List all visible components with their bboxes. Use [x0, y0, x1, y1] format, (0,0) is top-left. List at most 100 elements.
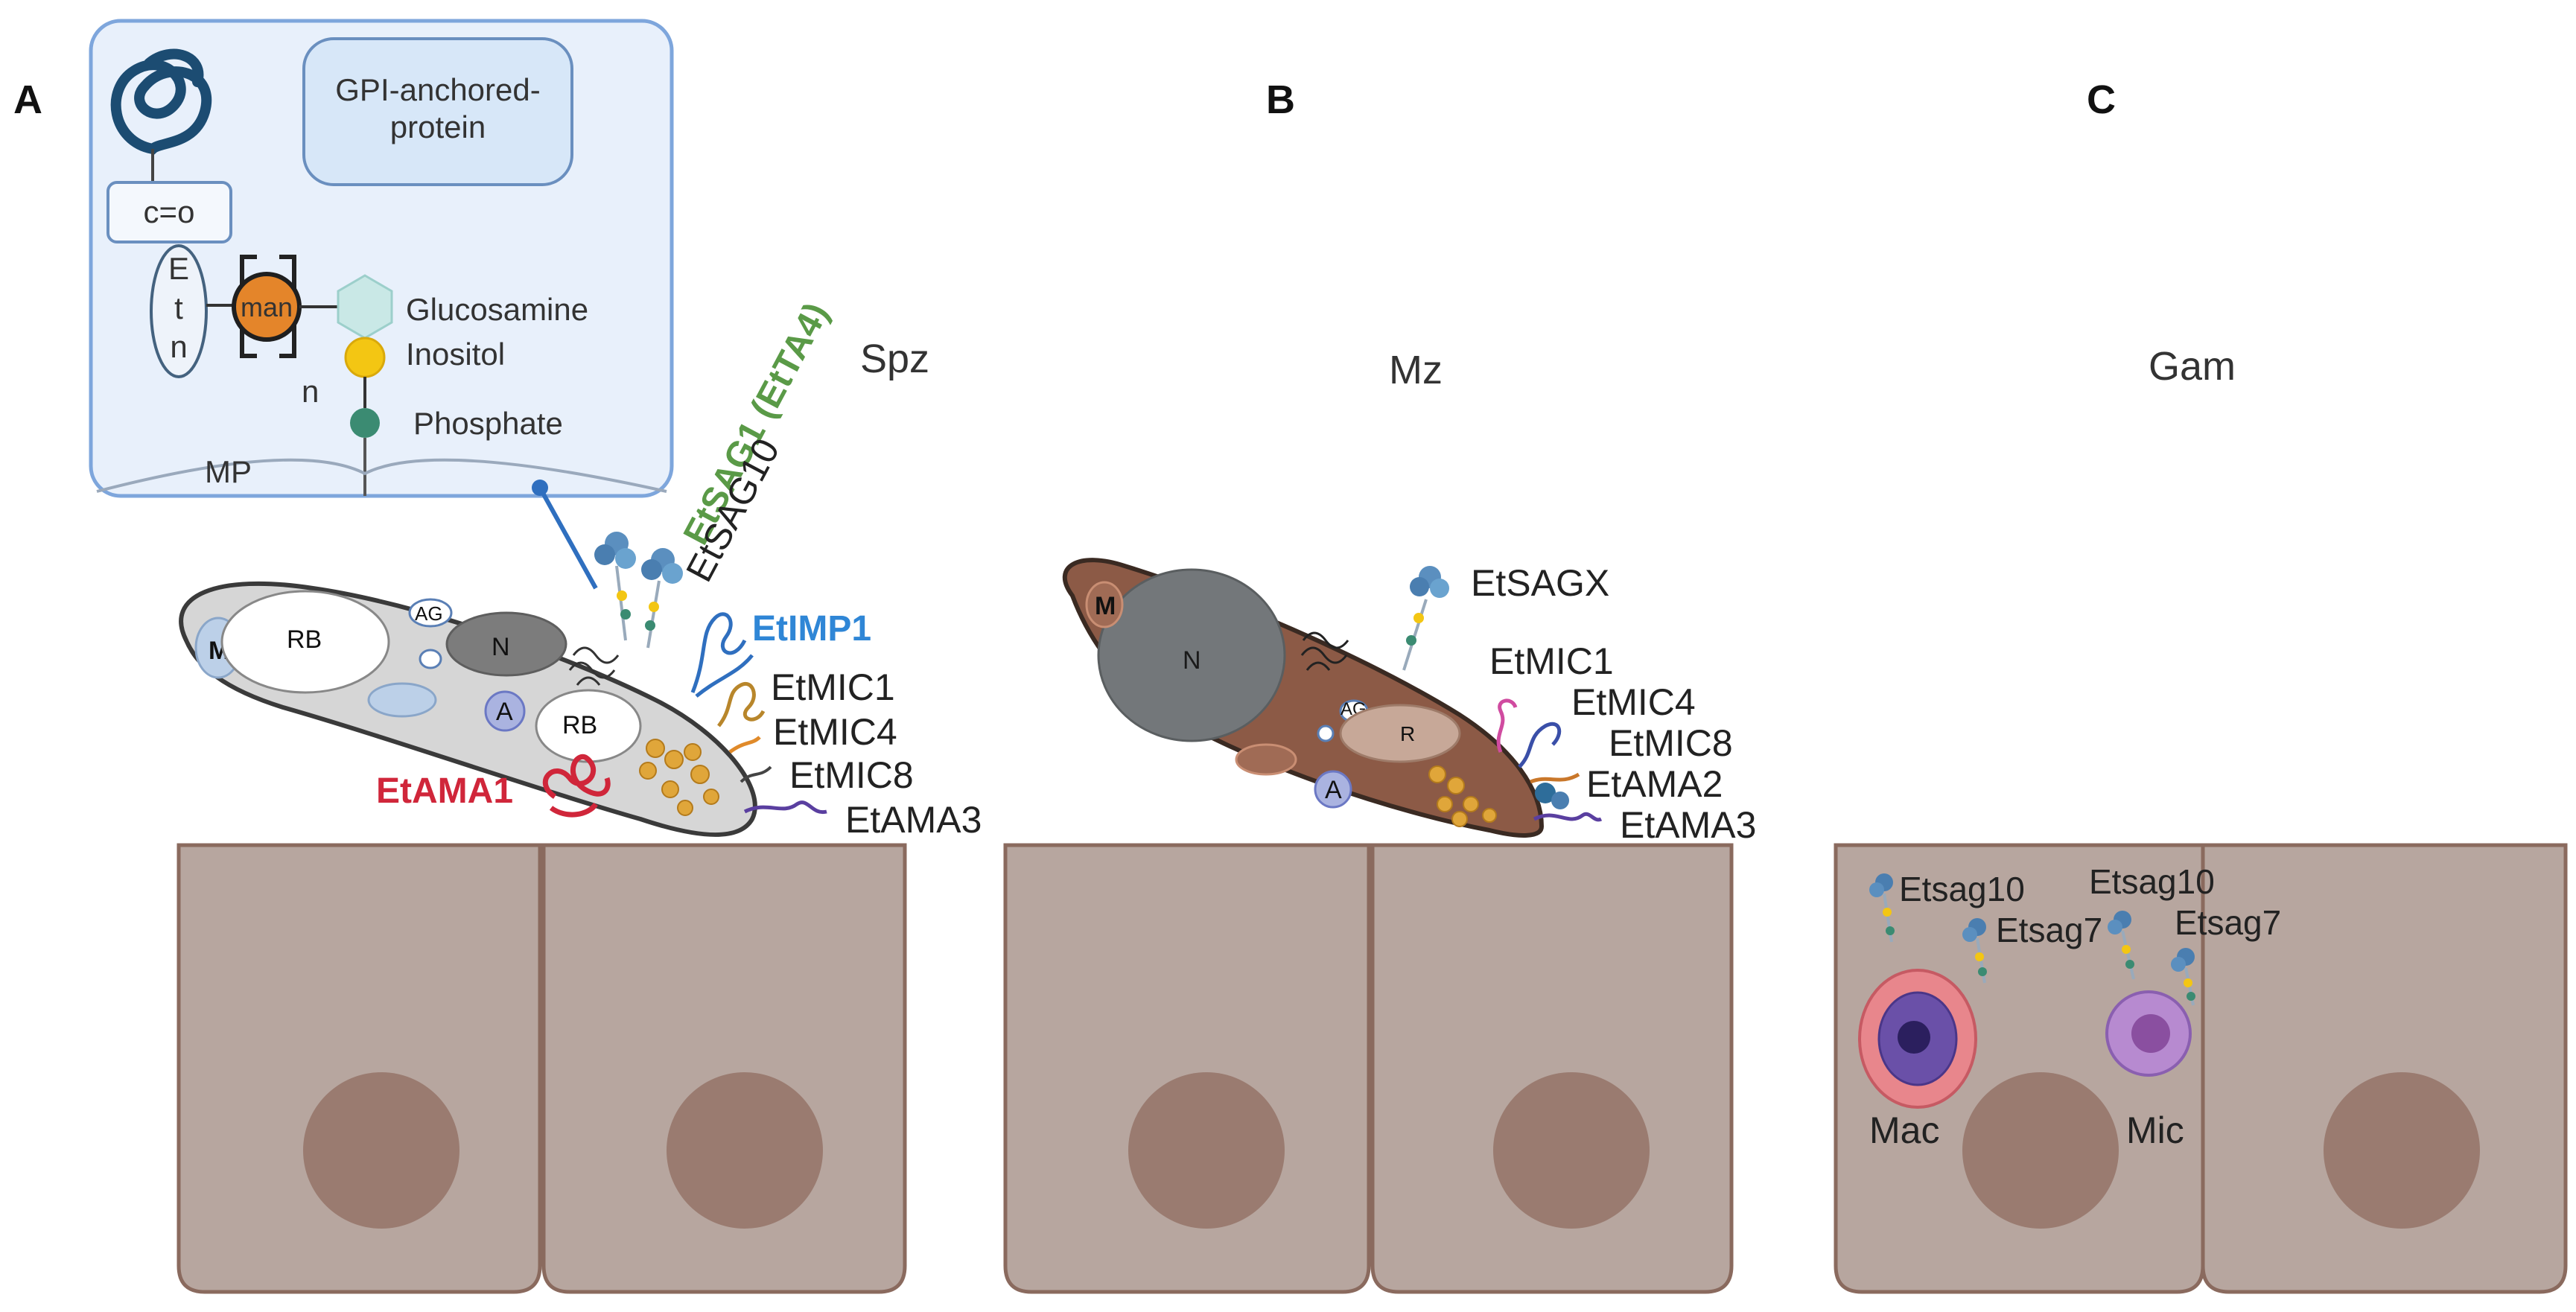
- organelle-label-n: N: [492, 633, 510, 661]
- gpi-inset: GPI-anchored- protein c=o E t n man n Gl…: [89, 19, 674, 590]
- microgamete: [2105, 990, 2192, 1077]
- organelle-label-a: A: [496, 698, 513, 726]
- phosphate-circle: [350, 408, 380, 438]
- mitochondrion-icon: [367, 682, 437, 718]
- gam-protein-icons: [1869, 873, 2195, 1006]
- host-nuclei: [303, 1072, 2480, 1229]
- organelle-label-m-mz: M: [1095, 592, 1116, 620]
- organelle-label-r-mz: R: [1400, 722, 1415, 745]
- apicoplast-icon: [484, 690, 526, 732]
- inositol-circle: [344, 337, 386, 378]
- mitochondrion-icon: [1235, 743, 1297, 776]
- golgi-icon: [1300, 631, 1349, 671]
- host-nucleus: [1962, 1072, 2119, 1229]
- label-mz-etmic1: EtMIC1: [1489, 640, 1614, 682]
- host-nucleus: [667, 1072, 823, 1229]
- nucleus-icon: [445, 611, 567, 677]
- label-mz-etama2: EtAMA2: [1586, 763, 1723, 805]
- sag-flower-icon: [2108, 911, 2135, 980]
- panel-label-c: C: [2087, 77, 2116, 122]
- label-etama1: EtAMA1: [376, 771, 513, 811]
- callout-dot: [532, 480, 548, 496]
- mic8-coil-icon: [1530, 772, 1580, 784]
- nucleus-icon: [1097, 568, 1286, 742]
- sag-flower-icon: [594, 532, 636, 641]
- mic1-coil-icon: [717, 681, 766, 727]
- gpi-protein-label-2: protein: [390, 109, 486, 144]
- sag-flower-icon: [1402, 566, 1449, 671]
- host-nucleus: [2324, 1072, 2480, 1229]
- panel-label-a: A: [13, 77, 42, 122]
- mic1-coil-icon: [1496, 698, 1518, 753]
- label-mz-etmic8: EtMIC8: [1609, 722, 1733, 764]
- stage-label-spz: Spz: [860, 337, 929, 381]
- ama3-coil-icon: [743, 800, 827, 815]
- plasma-membrane: [96, 458, 667, 493]
- host-cell: [2201, 843, 2568, 1294]
- callout-line: [538, 486, 598, 590]
- mitochondrion-icon: [1085, 581, 1124, 628]
- amylopectin-granule-icon: [408, 598, 453, 628]
- macrogamete: [1858, 969, 1977, 1109]
- granule-icon: [1317, 725, 1335, 742]
- organelle-label-rb: RB: [287, 625, 322, 654]
- ama3-coil-icon: [1533, 812, 1603, 822]
- label-mac: Mac: [1869, 1109, 1939, 1151]
- stage-label-gam: Gam: [2149, 344, 2236, 389]
- membrane-label: MP: [205, 454, 252, 489]
- spz-protein-icons: [542, 532, 827, 818]
- organelle-label-n-mz: N: [1183, 646, 1201, 675]
- mic8-coil-icon: [740, 765, 772, 783]
- ama2-coil-icon: [1535, 783, 1569, 809]
- etn-letter-n: n: [170, 329, 187, 364]
- ama1-coil-icon: [542, 754, 611, 818]
- sag-flower-icon: [641, 548, 683, 649]
- stage-label-mz: Mz: [1389, 348, 1443, 392]
- etn-oval: [150, 244, 208, 378]
- label-etama3: EtAMA3: [845, 799, 982, 841]
- golgi-icon: [568, 646, 620, 686]
- mic4-coil-icon: [1518, 722, 1562, 768]
- micronemes-icon: [639, 739, 719, 816]
- label-etsag7-b: Etsag7: [2175, 903, 2281, 942]
- label-etmic1: EtMIC1: [771, 666, 895, 708]
- label-mic: Mic: [2126, 1109, 2184, 1151]
- label-mz-etama3: EtAMA3: [1620, 804, 1756, 846]
- carbonyl-label: c=o: [144, 194, 195, 229]
- label-etsag10-a: Etsag10: [1899, 870, 2025, 908]
- gpi-protein-label-1: GPI-anchored-: [335, 72, 540, 107]
- label-etmic4: EtMIC4: [773, 711, 897, 753]
- label-etmic8: EtMIC8: [789, 754, 914, 796]
- granule-icon: [419, 649, 442, 669]
- imp1-coil-icon: [690, 612, 754, 698]
- macrogamete-nucleus: [1898, 1021, 1930, 1054]
- label-mz-etmic4: EtMIC4: [1571, 681, 1696, 723]
- refractile-body-icon: [220, 590, 390, 694]
- label-etsagx: EtSAGX: [1471, 562, 1609, 604]
- gpi-protein-box: [302, 37, 573, 186]
- phosphate-label: Phosphate: [413, 406, 563, 441]
- label-etsag10-b: Etsag10: [2089, 862, 2215, 901]
- mz-protein-icons: [1402, 566, 1603, 822]
- panel-label-b: B: [1266, 77, 1295, 122]
- merozoite: N M AG R A: [1062, 558, 1545, 838]
- carbonyl-box: [106, 181, 232, 243]
- host-nucleus: [303, 1072, 459, 1229]
- inositol-label: Inositol: [406, 337, 505, 372]
- micronemes-icon: [1428, 765, 1497, 827]
- host-nucleus: [1493, 1072, 1650, 1229]
- mic4-coil-icon: [728, 736, 761, 754]
- sag-flower-icon: [1962, 918, 1987, 984]
- etn-letter-e: E: [168, 251, 189, 286]
- sag-flower-icon: [1869, 873, 1895, 943]
- glucosamine-label: Glucosamine: [406, 292, 588, 327]
- apicoplast-icon: [1314, 770, 1352, 809]
- etn-letter-t: t: [174, 290, 183, 325]
- mannose-label: man: [241, 292, 293, 322]
- sag-flower-icon: [2171, 948, 2195, 1006]
- host-cells: [176, 843, 2568, 1294]
- label-etimp1: EtIMP1: [752, 609, 871, 649]
- organelle-label-ag: AG: [415, 602, 443, 625]
